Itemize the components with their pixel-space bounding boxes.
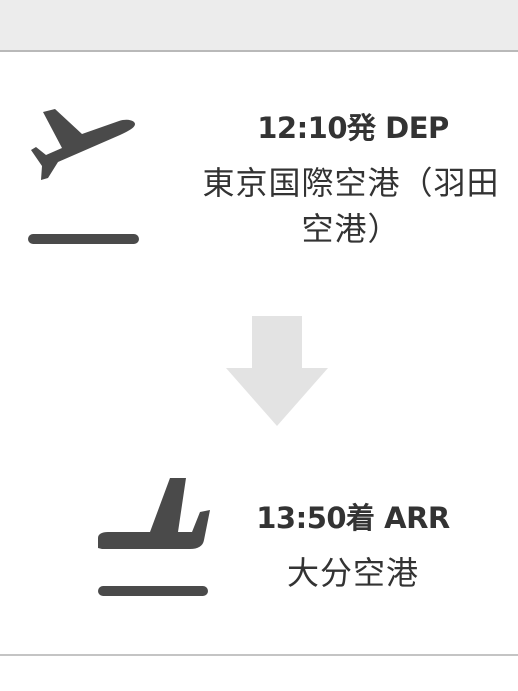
divider (0, 654, 518, 656)
airplane-landing-icon (92, 474, 218, 604)
header-bar (0, 0, 518, 52)
airplane-takeoff-icon (24, 104, 144, 254)
departure-time: 12:10発 DEP (257, 111, 449, 145)
arrow-down-icon (224, 316, 330, 428)
departure-airport: 東京国際空港（羽田空港） (202, 164, 500, 248)
arrival-time: 13:50着 ARR (256, 501, 450, 535)
arrival-airport: 大分空港 (286, 554, 419, 592)
